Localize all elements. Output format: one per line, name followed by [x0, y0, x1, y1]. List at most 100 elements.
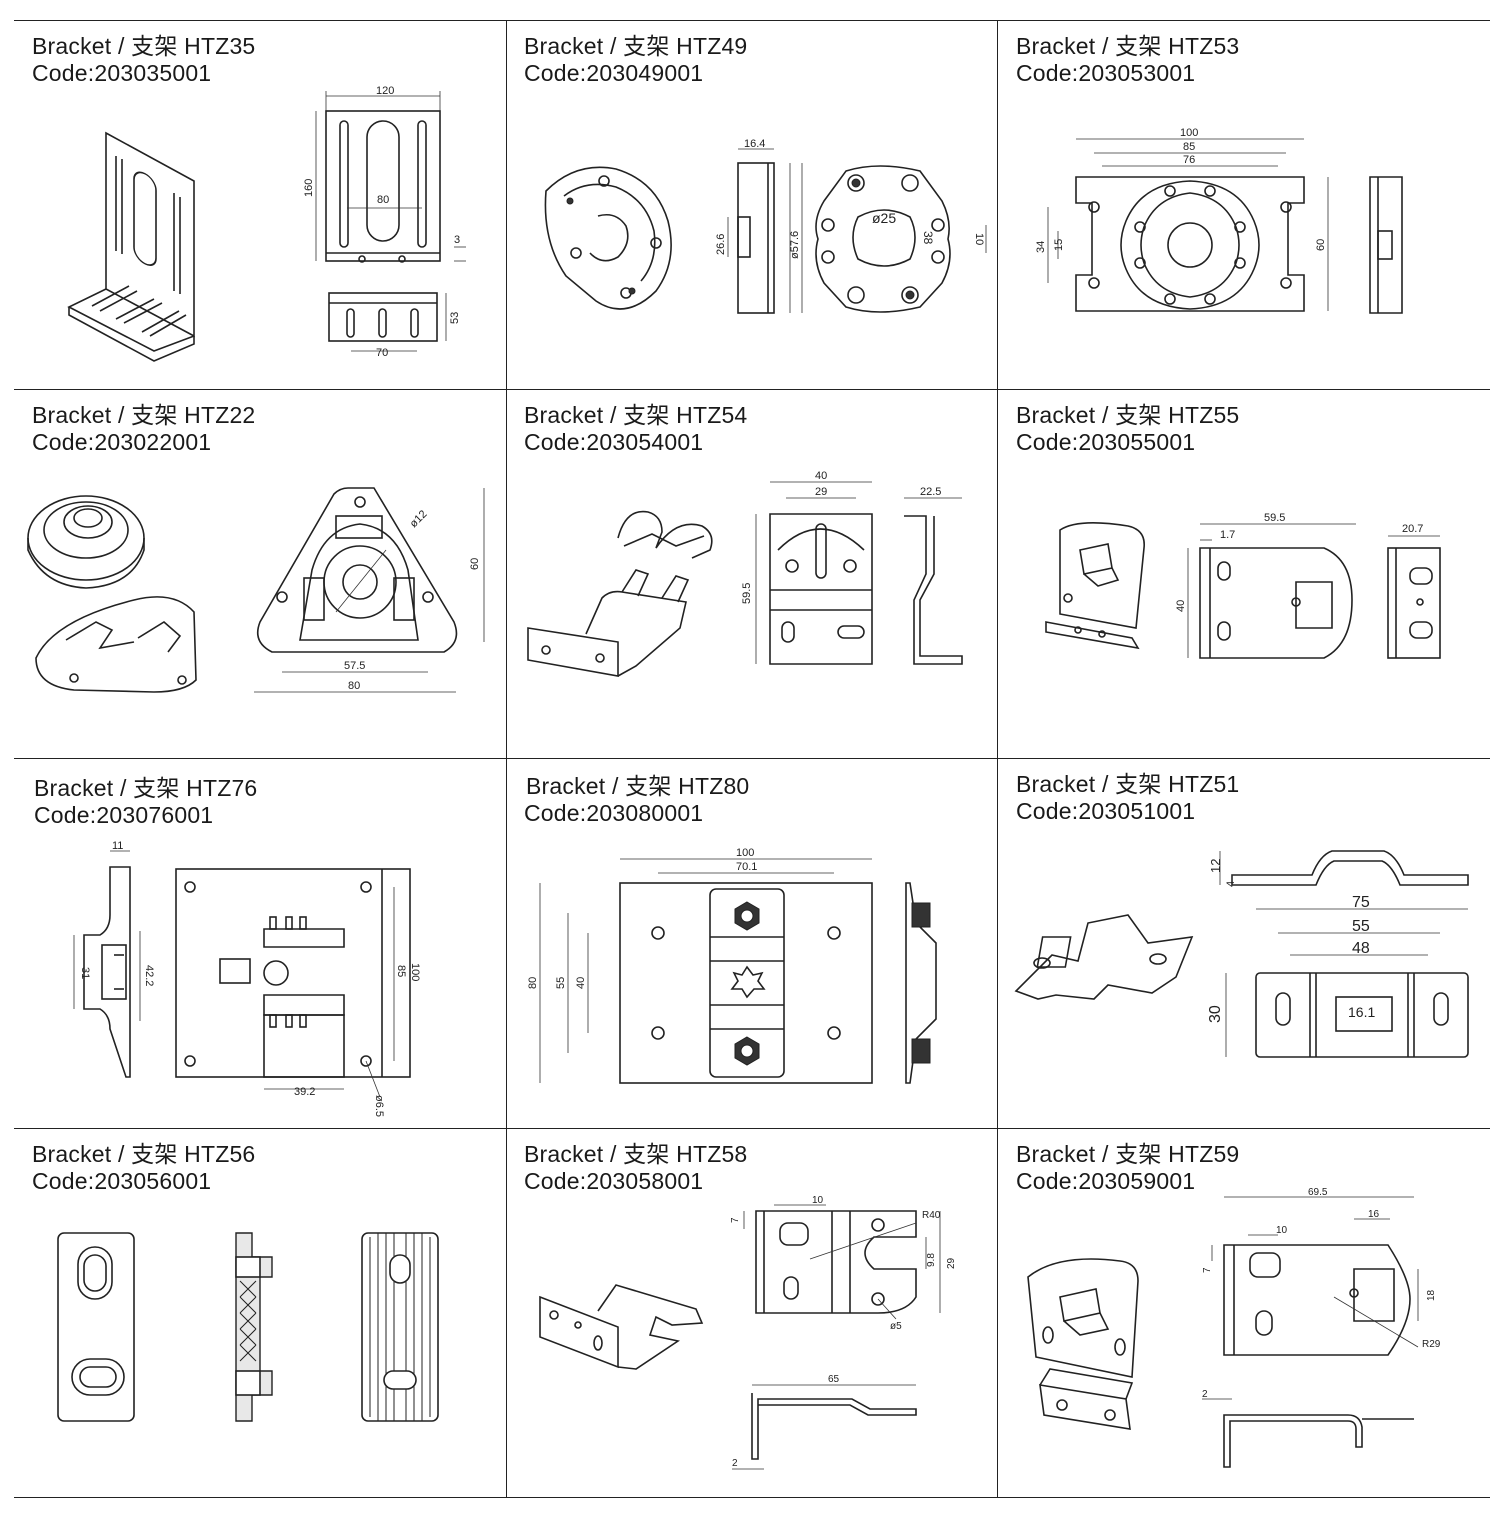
- htz51-isometric-view: [1014, 914, 1194, 1000]
- product-title: Bracket / 支架 HTZ35: [32, 33, 256, 59]
- grid-line-row1: [14, 389, 1490, 390]
- htz53-dim-1: 100: [1180, 127, 1198, 139]
- htz49-dim-5: 38: [921, 231, 935, 245]
- product-title: Bracket / 支架 HTZ53: [1016, 33, 1240, 59]
- htz55-front-view: [1187, 523, 1356, 659]
- product-cell-htz80: 100 70.1 80 55 40 Bracket / 支架 HTZ80 Cod…: [506, 759, 996, 1127]
- htz22-dim-4: 80: [348, 680, 360, 692]
- htz22-cap-view: [27, 495, 145, 589]
- htz53-dim-4: 34: [1035, 241, 1047, 253]
- product-title: Bracket / 支架 HTZ59: [1016, 1141, 1240, 1167]
- htz54-isometric-view: [527, 510, 713, 677]
- htz55-side-view: [1387, 535, 1441, 659]
- product-code: Code:203053001: [1016, 60, 1196, 86]
- htz80-dim-4: 55: [555, 977, 567, 989]
- htz51-dim-4: 55: [1352, 918, 1370, 935]
- htz55-dim-2: 1.7: [1220, 529, 1235, 541]
- product-cell-htz58: 10 7 R40 9.8 29 ø5 65 2 Bracket / 支架 HTZ…: [506, 1129, 996, 1497]
- htz55-dim-4: 20.7: [1402, 523, 1423, 535]
- htz49-dim-6: 10: [973, 233, 985, 245]
- htz56-technical-drawing: [57, 1232, 439, 1422]
- htz51-section-view: [1219, 850, 1469, 886]
- htz76-dim-1: 11: [112, 840, 123, 852]
- product-cell-htz51: 12 4 75 55 48 30 16.1 Bracket / 支架 HTZ51…: [998, 759, 1488, 1127]
- htz49-dim-2: 26.6: [715, 234, 727, 255]
- htz59-technical-drawing: 69.5 16 10 7 18 R29 2: [1027, 1187, 1441, 1468]
- htz53-dim-5: 15: [1053, 239, 1065, 251]
- htz53-technical-drawing: 100 85 76 34 15 60: [1035, 127, 1403, 314]
- htz76-dim-2: 31: [79, 967, 91, 979]
- htz54-side-view: [904, 497, 963, 665]
- htz58-side-view: [732, 1384, 917, 1470]
- htz55-technical-drawing: 59.5 1.7 40 20.7: [1045, 512, 1441, 659]
- product-code: Code:203080001: [524, 800, 704, 826]
- htz76-front-view: [175, 868, 411, 1098]
- htz76-dim-6: 39.2: [294, 1086, 315, 1098]
- product-title: Bracket / 支架 HTZ54: [524, 402, 748, 428]
- htz22-technical-drawing: ø12 60 57.5 80: [27, 487, 485, 693]
- htz56-front-view: [57, 1232, 135, 1422]
- grid-line-col1: [506, 20, 507, 1498]
- htz76-side-view: [73, 850, 141, 1078]
- htz58-dim-4: 9.8: [926, 1253, 937, 1267]
- htz59-dim-5: 18: [1426, 1289, 1437, 1301]
- htz49-front-view: [801, 163, 987, 313]
- htz35-dim-2: 160: [303, 179, 315, 197]
- htz59-dim-6: R29: [1422, 1339, 1441, 1350]
- product-code: Code:203076001: [34, 802, 214, 828]
- htz58-isometric-view: [539, 1284, 704, 1370]
- htz35-isometric-view: [67, 131, 195, 362]
- htz49-dim-3: ø57.6: [789, 231, 801, 259]
- product-cell-htz53: 100 85 76 34 15 60 Bracket / 支架 HTZ53 Co…: [998, 21, 1488, 389]
- product-title: Bracket / 支架 HTZ55: [1016, 402, 1240, 428]
- htz49-technical-drawing: 16.4 26.6 ø57.6 ø25 38 10: [544, 138, 987, 314]
- htz22-plan-view: [254, 487, 485, 693]
- product-cell-htz76: 11 31 42.2 100 85 39.2 ø6.5 Bracket / 支架…: [14, 759, 504, 1127]
- htz35-dim-5: 53: [449, 312, 461, 324]
- htz51-dim-3: 75: [1352, 894, 1370, 911]
- htz53-dim-2: 85: [1183, 141, 1195, 153]
- product-code: Code:203055001: [1016, 429, 1196, 455]
- grid-line-top: [14, 20, 1490, 21]
- htz80-dim-1: 100: [736, 847, 754, 859]
- htz76-dim-3: 42.2: [143, 965, 155, 986]
- product-code: Code:203022001: [32, 429, 212, 455]
- htz59-dim-4: 7: [1202, 1267, 1213, 1273]
- htz55-dim-3: 40: [1175, 600, 1187, 612]
- product-title: Bracket / 支架 HTZ76: [34, 775, 258, 801]
- grid-line-row3: [14, 1128, 1490, 1129]
- product-cell-htz56: Bracket / 支架 HTZ56 Code:203056001: [14, 1129, 504, 1497]
- product-cell-htz55: 59.5 1.7 40 20.7 Bracket / 支架 HTZ55 Code…: [998, 390, 1488, 758]
- htz49-isometric-view: [544, 166, 672, 310]
- htz54-dim-2: 29: [815, 486, 827, 498]
- htz76-technical-drawing: 11 31 42.2 100 85 39.2 ø6.5: [73, 840, 421, 1117]
- htz35-dim-4: 3: [454, 234, 460, 246]
- htz51-dim-2: 4: [1225, 881, 1237, 887]
- product-title: Bracket / 支架 HTZ56: [32, 1141, 256, 1167]
- htz58-technical-drawing: 10 7 R40 9.8 29 ø5 65 2: [539, 1195, 957, 1470]
- product-title: Bracket / 支架 HTZ80: [526, 773, 750, 799]
- product-code: Code:203054001: [524, 429, 704, 455]
- product-cell-htz22: ø12 60 57.5 80 Bracket / 支架 HTZ22 Code:2…: [14, 390, 504, 758]
- htz54-technical-drawing: 40 29 59.5 22.5: [527, 470, 963, 677]
- htz55-dim-1: 59.5: [1264, 512, 1285, 524]
- grid-line-col2: [997, 20, 998, 1498]
- htz59-plan-view: [1211, 1196, 1419, 1356]
- htz54-dim-1: 40: [815, 470, 827, 482]
- htz76-dim-4: 100: [409, 963, 421, 981]
- htz58-plan-view: [743, 1204, 941, 1320]
- htz59-dim-3: 10: [1276, 1225, 1288, 1236]
- product-cell-htz59: 69.5 16 10 7 18 R29 2 Bracket / 支架 HTZ59…: [998, 1129, 1488, 1497]
- htz49-dim-4: ø25: [872, 210, 896, 226]
- htz80-technical-drawing: 100 70.1 80 55 40: [527, 847, 937, 1084]
- htz59-isometric-view: [1027, 1258, 1139, 1430]
- htz80-dim-5: 40: [575, 977, 587, 989]
- htz55-isometric-view: [1045, 522, 1145, 650]
- htz58-dim-1: 10: [812, 1195, 824, 1206]
- htz51-dim-5: 48: [1352, 940, 1370, 957]
- htz35-dim-6: 70: [376, 347, 388, 359]
- htz58-dim-8: 2: [732, 1458, 738, 1469]
- htz54-front-view: [755, 481, 873, 665]
- htz58-dim-5: 29: [946, 1257, 957, 1269]
- product-code: Code:203051001: [1016, 798, 1196, 824]
